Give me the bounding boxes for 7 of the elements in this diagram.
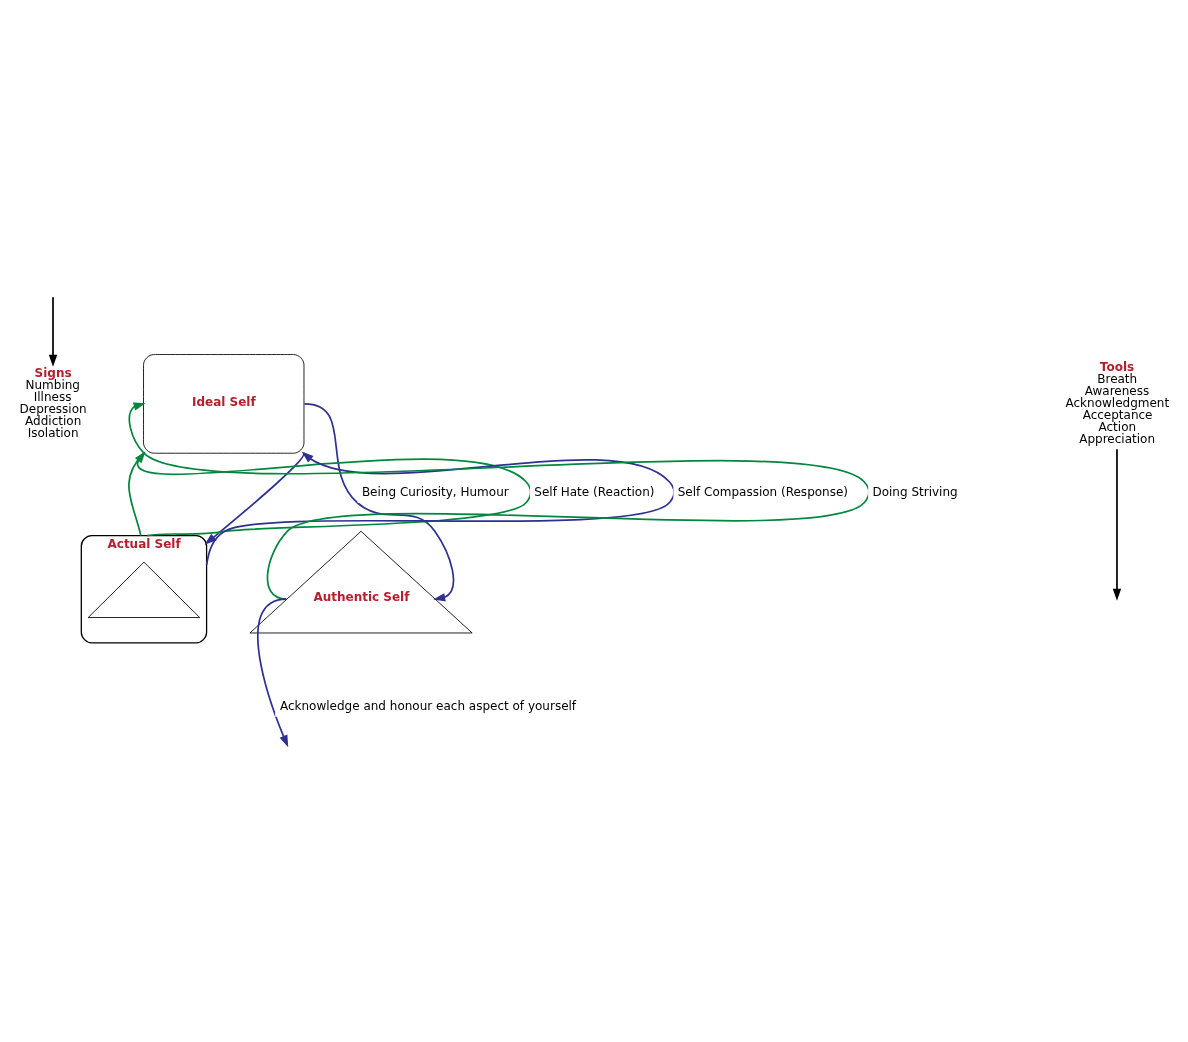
- edge-label: Doing Striving: [872, 484, 958, 499]
- edge-label: Being Curiosity, Humour: [361, 484, 509, 499]
- node-text: Signs Numbing Illness Depression Addiction Isolation: [19, 365, 87, 440]
- edge-label: Acknowledge and honour each aspect of yourself: [279, 698, 577, 713]
- edge-label: Self Compassion (Response): [677, 484, 849, 499]
- edge-label: Self Hate (Reaction): [534, 484, 655, 499]
- node-text: Tools Breath Awareness Acknowledgment Acceptance Action Appreciation: [1065, 359, 1170, 446]
